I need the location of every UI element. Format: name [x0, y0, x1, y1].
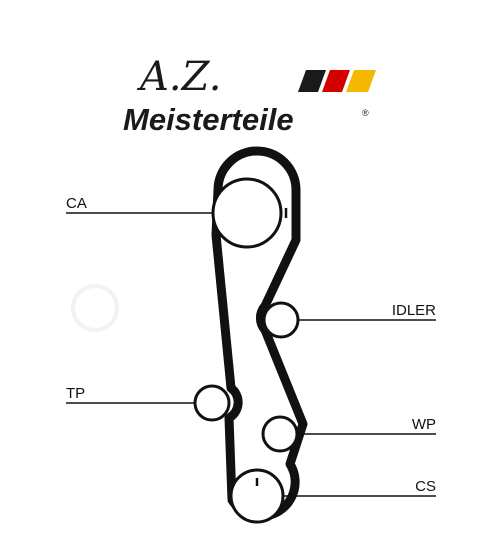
- label-tp: TP: [66, 385, 85, 402]
- pulley-tp: [193, 384, 231, 422]
- timing-belt: [211, 146, 308, 521]
- logo-stripe-gold: [346, 70, 376, 92]
- registered-mark: ®: [362, 108, 369, 118]
- logo-stripe-black: [298, 70, 326, 92]
- logo-script-text: A.Z.: [136, 54, 221, 100]
- pulley-idler: [262, 301, 300, 339]
- label-wp: WP: [412, 416, 436, 433]
- label-idler: IDLER: [392, 302, 436, 319]
- pulley-ca-wheel: [211, 177, 283, 249]
- pulley-ca: [211, 177, 288, 249]
- label-cs: CS: [415, 478, 436, 495]
- brand-logo: A.Z. Meisterteile ®: [123, 54, 376, 137]
- watermark-shape: [71, 284, 119, 332]
- pulley-wp: [261, 415, 299, 453]
- pulley-cs-wheel: [229, 468, 285, 524]
- logo-stripe-red: [322, 70, 350, 92]
- pulley-cs: [229, 468, 285, 524]
- logo-wordmark: Meisterteile: [123, 102, 294, 137]
- label-ca: CA: [66, 195, 87, 212]
- logo-stripes: [298, 70, 376, 92]
